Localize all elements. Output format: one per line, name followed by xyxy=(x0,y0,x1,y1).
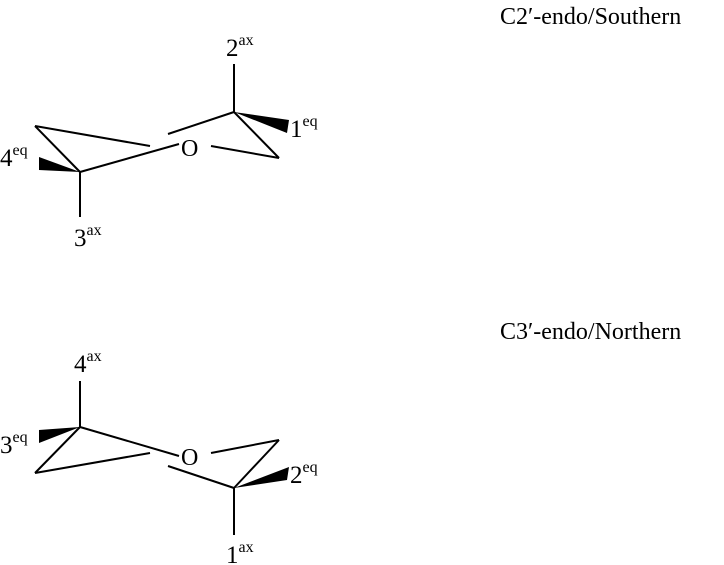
southern-conformer-title: C2′-endo/Southern xyxy=(500,4,681,30)
ring-bond-c3-c2 xyxy=(168,112,234,134)
substituent-label: 1ax xyxy=(226,539,254,565)
ring-bond-c3-o xyxy=(80,427,179,456)
equatorial-wedge-right xyxy=(234,467,289,488)
substituent-label: 2eq xyxy=(290,459,318,489)
substituent-label: 4ax xyxy=(74,348,102,378)
ring-oxygen-label: O xyxy=(181,136,198,162)
substituent-label: 3eq xyxy=(0,429,28,459)
ring-bond-c1-o xyxy=(80,144,179,172)
substituent-label: 4eq xyxy=(0,142,28,172)
substituent-label: 3ax xyxy=(74,222,102,252)
northern-conformer-title: C3′-endo/Northern xyxy=(500,319,681,345)
ring-bond-c4-c2 xyxy=(168,466,234,488)
ring-oxygen-label: O xyxy=(181,445,198,471)
equatorial-wedge-right xyxy=(234,112,289,133)
northern-conformer: C3′-endo/Northern O 4ax 3eq 2eq 1ax xyxy=(0,319,681,565)
substituent-label: 2ax xyxy=(226,32,254,62)
equatorial-wedge-left xyxy=(39,427,80,443)
substituent-label: 1eq xyxy=(290,113,318,143)
southern-conformer: C2′-endo/Southern O 2ax 1eq 4eq 3ax xyxy=(0,4,681,252)
